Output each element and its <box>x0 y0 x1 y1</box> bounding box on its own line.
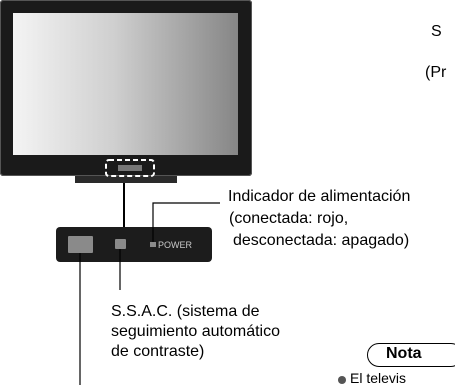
power-indicator-label: Indicador de alimentación <box>228 188 411 205</box>
sensor-strip <box>118 165 142 171</box>
top-right-text-2: (Pr <box>425 64 447 81</box>
note-title: Nota <box>386 345 422 362</box>
ssac-sensor <box>115 239 126 249</box>
power-indicator-leader <box>152 202 220 242</box>
tv-stand <box>75 176 177 183</box>
ssac-label-line3: de contraste) <box>111 343 205 360</box>
ssac-label-line2: seguimiento automático <box>111 323 280 340</box>
bullet-icon <box>338 376 346 384</box>
power-text: POWER <box>158 240 193 250</box>
top-right-text-1: S <box>431 23 442 40</box>
power-indicator-off-state: desconectada: apagado) <box>233 232 410 249</box>
power-indicator-on-state: (conectada: rojo, <box>229 210 349 227</box>
ssac-label-line1: S.S.A.C. (sistema de <box>111 303 260 320</box>
sensor-area-highlight <box>105 159 155 177</box>
note-bullet-text: El televis <box>350 370 407 386</box>
front-panel <box>56 227 212 262</box>
ssac-sensor-window <box>68 236 93 253</box>
power-led <box>150 242 156 247</box>
tv-screen <box>13 13 238 155</box>
note-box <box>367 343 455 367</box>
